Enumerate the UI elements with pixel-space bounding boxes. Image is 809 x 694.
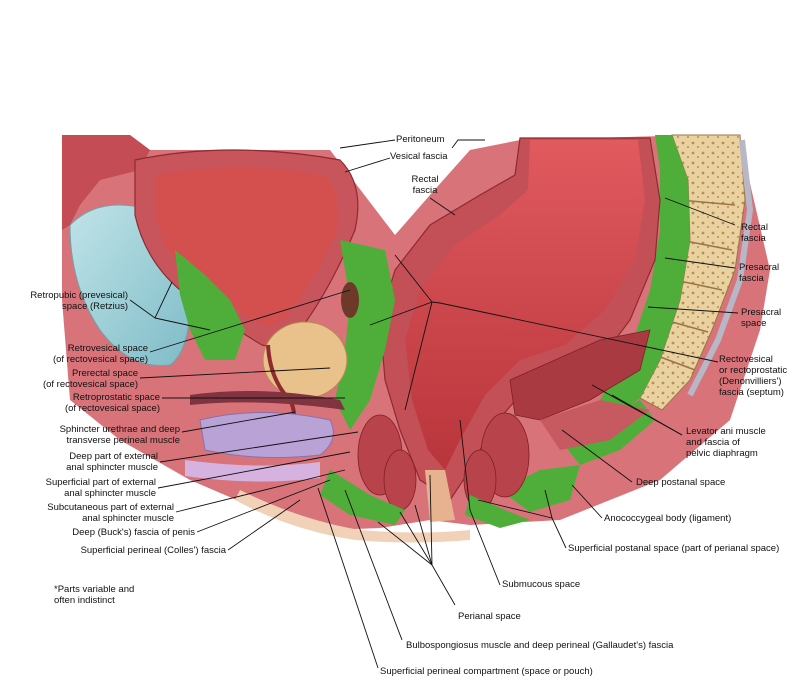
label-rectal-fascia-top: Rectal fascia <box>411 174 439 196</box>
label-subcutaneous-external-anal-sphincter: Subcutaneous part of external anal sphin… <box>47 502 174 524</box>
submucous-space-band <box>465 495 530 528</box>
sphincter-muscle-bands <box>357 412 530 511</box>
perianal-space <box>320 470 405 525</box>
label-colles-fascia: Superficial perineal (Colles') fascia <box>80 545 226 556</box>
retropubic-space <box>175 250 245 360</box>
abdominal-wall <box>62 135 150 230</box>
label-levator-ani: Levator ani muscle and fascia of pelvic … <box>686 426 766 459</box>
seminal-vesicle <box>341 282 359 318</box>
label-vesical-fascia: Vesical fascia <box>390 151 448 162</box>
label-anococcygeal-body: Anococcygeal body (ligament) <box>604 513 732 524</box>
prostate <box>262 321 348 399</box>
label-submucous-space: Submucous space <box>502 579 581 590</box>
label-sphincter-urethrae: Sphincter urethrae and deep transverse p… <box>59 424 180 446</box>
label-presacral-fascia: Presacral fascia <box>739 262 780 284</box>
label-perianal-space: Perianal space <box>458 611 521 622</box>
label-retropubic-space: Retropubic (prevesical) space (Retzius) <box>30 290 128 312</box>
rectum-lumen <box>405 140 645 470</box>
label-rectal-fascia-right: Rectal fascia <box>741 222 768 244</box>
anococcygeal-body <box>540 400 650 450</box>
leader-lines <box>129 139 739 669</box>
footnote-text: *Parts variable and often indistinct <box>54 584 135 606</box>
label-superficial-perineal-compartment: Superficial perineal compartment (space … <box>380 666 593 677</box>
sacral-cortex-line <box>687 139 754 397</box>
label-superficial-external-anal-sphincter: Superficial part of external anal sphinc… <box>45 477 156 499</box>
perineal-skin <box>235 490 470 543</box>
bulb-of-penis <box>199 412 334 459</box>
anal-canal <box>425 470 455 522</box>
label-deep-postanal-space: Deep postanal space <box>636 477 726 488</box>
label-bucks-fascia: Deep (Buck's) fascia of penis <box>72 527 195 538</box>
label-retrovesical-space: Retrovesical space (of rectovesical spac… <box>52 343 148 365</box>
label-bulbospongiosus: Bulbospongiosus muscle and deep perineal… <box>406 640 674 651</box>
label-peritoneum: Peritoneum <box>396 134 445 145</box>
superficial-postanal-space <box>500 465 580 512</box>
presacral-space <box>590 135 690 430</box>
label-retroprostatic-space: Retroprostatic space (of rectovesical sp… <box>64 392 160 414</box>
label-prerectal-space: Prerectal space (of rectovesical space) <box>42 368 138 390</box>
label-rectovesical-septum: Rectovesical or rectoprostatic (Denonvil… <box>719 354 788 398</box>
bladder-lumen <box>155 167 339 327</box>
label-deep-external-anal-sphincter: Deep part of external anal sphincter mus… <box>66 451 158 473</box>
label-presacral-space: Presacral space <box>741 307 782 329</box>
label-superficial-postanal-space: Superficial postanal space (part of peri… <box>568 543 780 554</box>
perineal-membrane <box>190 391 345 410</box>
